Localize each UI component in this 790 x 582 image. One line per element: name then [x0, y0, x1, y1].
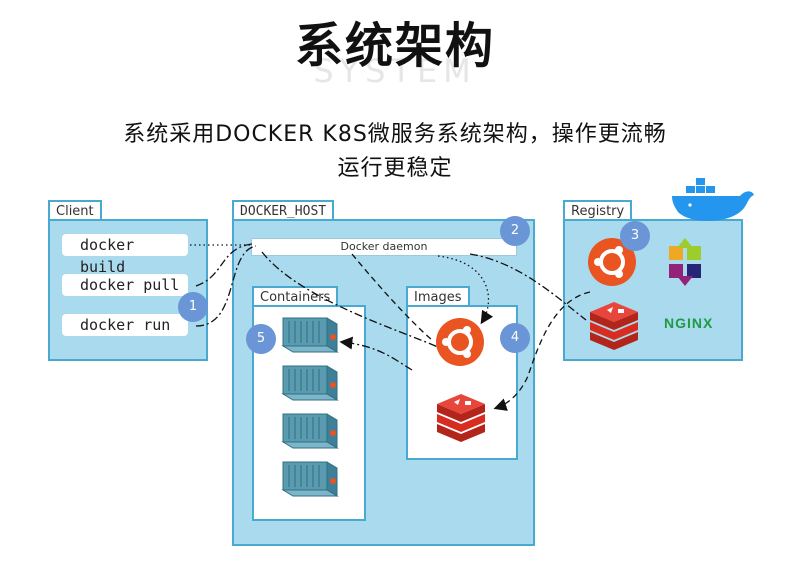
registry-ubuntu-icon [588, 238, 636, 286]
step-badge-4: 4 [500, 323, 530, 353]
description-line-2: 运行更稳定 [337, 156, 453, 181]
page-title: 系统架构 [294, 18, 495, 74]
containers-tab: Containers [252, 286, 339, 306]
step-badge-2: 2 [500, 216, 530, 246]
command-docker-build: docker build [62, 234, 188, 276]
title-watermark: SYSTEM [313, 52, 477, 90]
container-icon-4 [282, 461, 338, 497]
container-icon-1 [282, 317, 338, 353]
registry-to-image-connector [493, 291, 591, 411]
centos-icon [669, 238, 701, 286]
command-docker-run: docker run [62, 314, 188, 336]
registry-to-daemon-connector [469, 253, 587, 321]
step-badge-3: 3 [620, 221, 650, 251]
image-to-container-connector [339, 336, 413, 371]
container-icon-2 [282, 365, 338, 401]
images-ubuntu-icon [436, 318, 484, 366]
images-redis-icon [437, 394, 485, 442]
docker-whale-icon [672, 178, 754, 221]
run-connector [195, 245, 257, 327]
registry-tab: Registry [563, 200, 633, 220]
client-tab: Client [48, 200, 102, 220]
step-badge-1: 1 [178, 292, 208, 322]
images-tab: Images [406, 286, 470, 306]
step-badge-5: 5 [246, 324, 276, 354]
description-line-1: 系统采用DOCKER K8S微服务系统架构，操作更流畅 [123, 122, 667, 147]
docker-host-tab: DOCKER_HOST [232, 200, 335, 220]
nginx-logo: NGINX [664, 315, 714, 331]
command-docker-pull: docker pull [62, 274, 188, 296]
pull-connector [195, 243, 253, 287]
daemon-to-container-connector [261, 251, 441, 349]
registry-redis-icon [590, 302, 638, 350]
container-icon-3 [282, 413, 338, 449]
build-to-image-connector [437, 255, 494, 325]
pull-from-registry-connector [351, 253, 433, 341]
